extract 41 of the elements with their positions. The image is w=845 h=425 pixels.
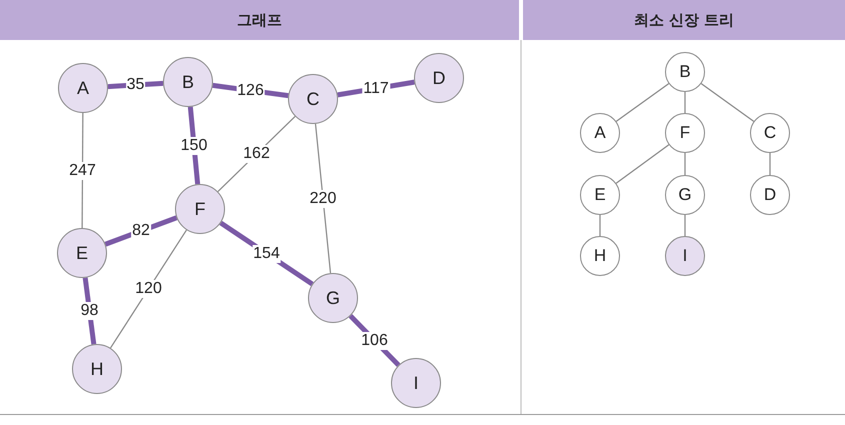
vertex-circle: I — [391, 358, 441, 408]
edge-label: 154 — [252, 244, 281, 262]
edge-label: 98 — [80, 302, 100, 320]
edge-label: 220 — [308, 190, 338, 208]
vertex-circle: H — [72, 344, 122, 394]
connector-line — [684, 92, 686, 113]
vertex-circle: C — [750, 113, 790, 153]
vertex-circle: A — [580, 113, 620, 153]
vertex-circle: G — [308, 273, 358, 323]
connector-line — [700, 83, 754, 122]
vertex-circle: E — [57, 228, 107, 278]
header-band: 최소 신장 트리 — [523, 0, 845, 40]
vertex-circle: C — [288, 74, 338, 124]
vertex-circle: D — [750, 175, 790, 215]
header-band: 그래프 — [0, 0, 519, 40]
edge-label: 162 — [242, 145, 271, 163]
edge-label: 82 — [131, 222, 151, 240]
connector-line — [684, 215, 686, 236]
vertex-circle: G — [665, 175, 705, 215]
connector-line — [314, 124, 332, 274]
vertex-circle: B — [163, 57, 213, 107]
vertex-circle: F — [175, 184, 225, 234]
connector-line — [684, 153, 686, 175]
connector-line — [108, 80, 164, 90]
edge-label: 150 — [180, 136, 208, 154]
vertex-circle: D — [414, 53, 464, 103]
vertex-circle: F — [665, 113, 705, 153]
vertex-circle: B — [665, 52, 705, 92]
connector-line — [769, 153, 771, 175]
connector-line — [616, 144, 670, 184]
connector-line — [104, 215, 178, 247]
edge-label: 247 — [68, 162, 97, 180]
connector-line — [616, 83, 670, 122]
edge-label: 120 — [134, 280, 163, 298]
vertex-circle: A — [58, 63, 108, 113]
edge-label: 106 — [360, 332, 389, 350]
vertex-circle: E — [580, 175, 620, 215]
vertex-circle: H — [580, 236, 620, 276]
vertex-circle: I — [665, 236, 705, 276]
connector-line — [82, 277, 96, 345]
connector-line — [599, 215, 601, 236]
